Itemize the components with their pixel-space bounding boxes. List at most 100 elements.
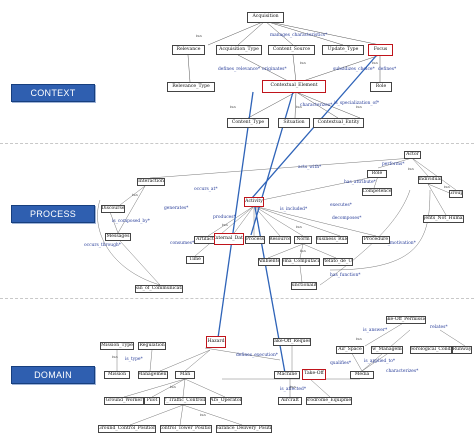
process-node-artefato-de-uso: Artefato_de_Uso <box>323 258 353 266</box>
domain-node-meteorological-condition: Meteorological_Condition <box>410 346 452 354</box>
relation-label: qualifies* <box>330 361 352 366</box>
relation-label: is_affected* <box>280 387 307 392</box>
relation-label: acts_with* <box>298 165 322 170</box>
domain-node-control-tower-position: Control_Tower_Position <box>160 425 212 433</box>
domain-node-management: Management <box>138 371 168 379</box>
isa-label: isa <box>170 384 176 389</box>
context-node-update-type: Update_Type <box>322 45 364 55</box>
process-node-time: Time <box>186 256 204 264</box>
domain-node-regulation: Regulation <box>138 342 166 350</box>
section-separator <box>0 298 474 299</box>
domain-node-clearance-delivery-position: Clearance_Delivery_Position <box>216 425 272 433</box>
process-node-business-rule: Business_Rule <box>316 236 348 244</box>
context-edges <box>187 20 381 119</box>
context-node-role: Role <box>370 82 392 92</box>
isa-label: isa <box>356 104 362 109</box>
isa-label: isa <box>444 184 450 189</box>
context-section-label: CONTEXT <box>11 84 95 102</box>
relation-label: relates* <box>430 325 448 330</box>
relation-label: executes* <box>330 203 353 208</box>
relation-label: defines* <box>378 67 397 72</box>
isa-label: isa <box>222 222 228 227</box>
domain-node-ais-operator: AIS_Operator <box>210 397 242 405</box>
domain-node-aircraft: Aircraft <box>278 397 302 405</box>
isa-label: isa <box>408 166 414 171</box>
domain-node-ground-control-position: Ground_Control_Position <box>98 425 156 433</box>
process-node-resource: Resource <box>269 236 291 244</box>
process-node-mean-of-communication: Mean_of_Communication <box>135 285 183 293</box>
process-node-role: Role <box>367 170 387 178</box>
domain-section-label: DOMAIN <box>11 366 95 384</box>
domain-node-media: Media <box>350 371 374 379</box>
context-node-content-type: Content_Type <box>227 118 269 128</box>
domain-node-air-space: Air_Space <box>336 346 364 354</box>
relation-label: is_included* <box>280 207 308 212</box>
relation-label: defines_execution* <box>236 353 279 358</box>
isa-label: isa <box>290 384 296 389</box>
isa-label: isa <box>300 60 306 65</box>
domain-node-machine: Machine <box>274 371 300 379</box>
context-node-relevance: Relevance <box>172 45 205 55</box>
relation-label: manages_characteristics* <box>270 33 328 38</box>
process-node-artifact: Artifact <box>194 236 216 244</box>
domain-node-aerodrome-equipment: Aerodrome_Equipment <box>306 397 352 405</box>
relation-label: has_motivation* <box>380 241 417 246</box>
domain-node-takeoff: Take-Off <box>302 369 326 380</box>
domain-node-takeoff-request: Take-Off_Request <box>273 338 311 346</box>
process-node-activity: Activity <box>244 197 264 207</box>
domain-node-flow-management: Flow_Management <box>371 346 403 354</box>
relation-label: is_composed_by* <box>112 219 151 224</box>
relation-label: subsidizes_choice* <box>333 67 376 72</box>
context-node-acquisition: Acquisition <box>247 12 284 23</box>
section-separator <box>0 143 474 144</box>
relation-label: is_specialization_of* <box>334 101 380 106</box>
context-node-relevance-type: Relevance_Type <box>167 82 215 92</box>
process-node-actor: Actor <box>404 151 421 159</box>
process-node-sistema-computacional: Sistema_Computacional <box>282 258 320 266</box>
process-node-group: Group <box>449 190 463 198</box>
domain-node-mission-type: Mission_Type <box>100 342 134 350</box>
relation-label: defines_relevance* <box>218 67 261 72</box>
relation-label: is_answer* <box>363 328 388 333</box>
isa-label: isa <box>200 412 206 417</box>
process-section-label: PROCESS <box>11 205 95 223</box>
isa-label: isa <box>196 33 202 38</box>
context-node-situation: Situation <box>278 118 310 128</box>
process-node-individual: Individual <box>418 176 442 184</box>
relation-label: has_function* <box>330 273 361 278</box>
relation-label: produces* <box>213 215 237 220</box>
isa-label: isa <box>112 354 118 359</box>
isa-label: isa <box>356 336 362 341</box>
relation-label: is_applied_to* <box>364 359 396 364</box>
process-node-norm: Norm <box>294 236 312 244</box>
process-node-agents-not-humans: Agents_Not_Humans <box>423 215 464 223</box>
relation-label: decomposes* <box>332 216 362 221</box>
domain-node-hazard: Hazard <box>206 336 226 348</box>
relation-label: generates* <box>164 206 189 211</box>
domain-node-runway: Runway <box>452 346 472 354</box>
context-node-contextual-element: Contextual_Element <box>262 80 326 93</box>
isa-label: isa <box>230 104 236 109</box>
relation-label: performs* <box>382 162 405 167</box>
relation-label: is_type* <box>125 357 144 362</box>
process-node-ambiente: Ambiente <box>258 258 280 266</box>
domain-edges <box>116 321 466 426</box>
domain-node-air-traffic-controller: air_Traffic_Controller <box>164 397 206 405</box>
isa-label: isa <box>300 248 306 253</box>
process-node-external-data: External_Data <box>214 233 244 245</box>
process-node-process: Process <box>245 236 265 244</box>
process-node-messages: Messages <box>105 233 131 241</box>
context-node-content-source: Content_Source <box>268 45 315 55</box>
relation-label: consumes* <box>170 241 195 246</box>
relation-label: characterizes* <box>386 369 419 374</box>
process-node-functionality: Functionality <box>291 282 317 290</box>
process-node-discourse: Discourse <box>101 205 125 213</box>
context-node-contextual-entity: Contextual_Entity <box>313 118 364 128</box>
isa-label: isa <box>372 60 378 65</box>
isa-label: isa <box>296 104 302 109</box>
domain-node-ground-worker: Ground_Worker <box>104 397 144 405</box>
process-node-interaction: Interaction <box>137 178 165 186</box>
relation-label: characterizes* <box>300 103 333 108</box>
domain-node-pilot: Pilot <box>144 397 160 405</box>
